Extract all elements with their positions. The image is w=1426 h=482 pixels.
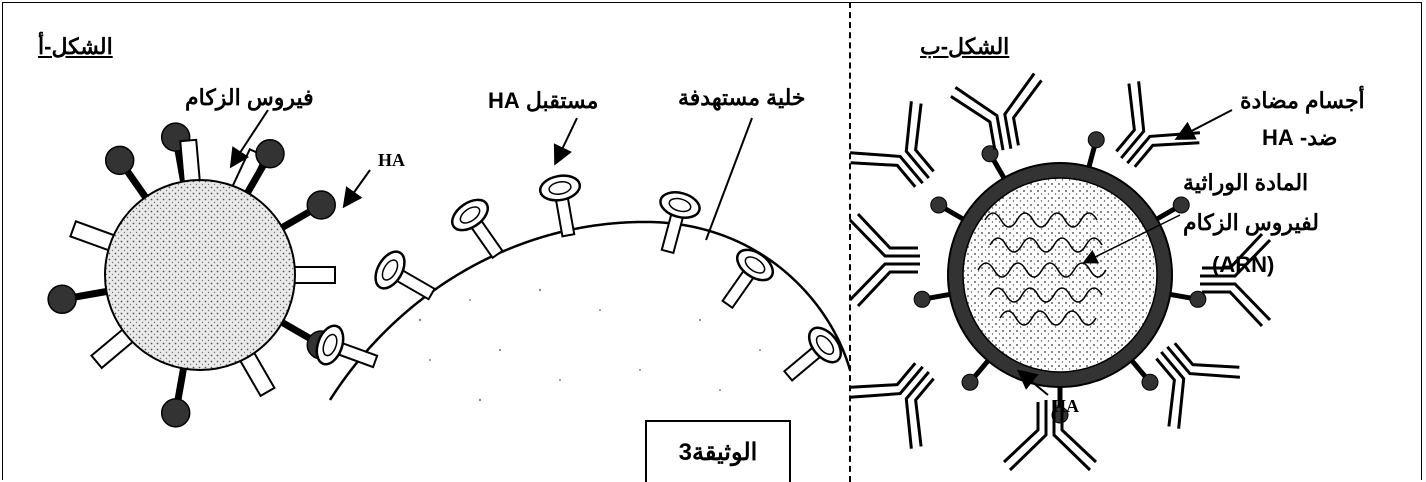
genetic-material-line2: لفيروس الزكام [1183, 210, 1319, 235]
arrow-target-cell [705, 117, 753, 241]
arrow-ha [342, 169, 371, 209]
antibodies-label-line2: ضد- HA [1262, 125, 1338, 150]
flu-virus-label: فيروس الزكام [185, 85, 314, 110]
figure-a-title: الشكل-أ [38, 34, 113, 59]
arrow-genetic-material [1082, 214, 1181, 264]
neutralized-virus [848, 72, 1272, 472]
flu-virus [47, 122, 336, 428]
arrow-antibodies [1174, 109, 1233, 140]
figure-b-title: الشكل-ب [920, 34, 1010, 59]
figure-divider [849, 2, 851, 482]
genetic-material-line3: (ARN) [1212, 252, 1275, 277]
antibodies-label-line1: أجسام مضادة [1240, 88, 1365, 113]
arrow-flu-virus [229, 109, 269, 169]
document-label: الوثيقة3 [678, 438, 758, 466]
ha-receptor-label: مستقبل HA [488, 88, 599, 113]
ha-label-a: HA [378, 150, 405, 170]
target-cell-label: خلية مستهدفة [678, 85, 806, 110]
genetic-material-line1: المادة الوراثية [1183, 170, 1309, 195]
document-label-box: الوثيقة3 [645, 420, 791, 482]
target-cell [315, 174, 852, 402]
ha-label-b: HA [1052, 396, 1079, 416]
arrow-ha-b [1016, 369, 1049, 396]
arrow-ha-receptor [553, 117, 578, 166]
